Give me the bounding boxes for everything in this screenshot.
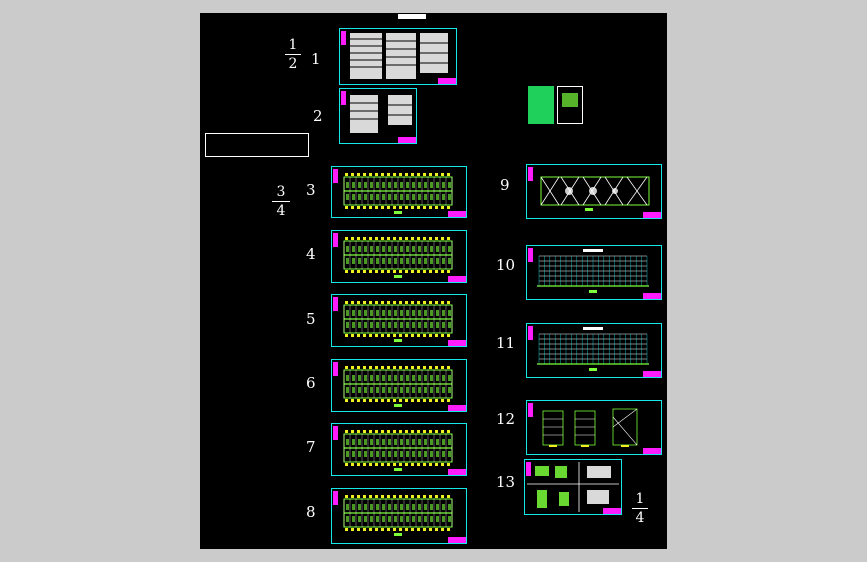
sheet-7-floor-plan[interactable] [331, 423, 467, 476]
sheet-13-details-graphic [527, 462, 619, 512]
sheet-label-1: 1 [311, 50, 321, 68]
sheet-11-elevation-graphic [537, 327, 649, 371]
sheet-label-3: 3 [306, 181, 316, 199]
legend-swatch [562, 93, 578, 107]
sheet-label-7: 7 [306, 438, 316, 456]
sheet-8-plan-graphic [343, 495, 453, 536]
sheet-1-notes-graphic [350, 33, 448, 79]
sheet-4-plan-graphic [343, 237, 453, 278]
sheet-12-sections[interactable] [526, 400, 662, 455]
sheet-11-title-block [643, 371, 661, 377]
sheet-label-10: 10 [496, 256, 516, 274]
sheet-7-plan-graphic [343, 430, 453, 471]
sheet-6-floor-plan[interactable] [331, 359, 467, 412]
sheet-6-plan-graphic [343, 366, 453, 407]
sheet-5-floor-plan[interactable] [331, 294, 467, 347]
sheet-2-left-mark [341, 91, 346, 105]
sheet-4-floor-plan[interactable] [331, 230, 467, 283]
sheet-1-design-notes[interactable] [339, 28, 457, 85]
sheet-1-left-mark [341, 31, 346, 45]
sheet-10-elevation-graphic [537, 249, 649, 293]
sheet-label-4: 4 [306, 245, 316, 263]
drawing-title-mark [398, 14, 426, 19]
sheet-label-11: 11 [496, 334, 516, 352]
legend-green-panel [528, 86, 554, 124]
sheet-6-title-block [448, 405, 466, 411]
sheet-8-floor-plan[interactable] [331, 488, 467, 544]
sheet-3-plan-graphic [343, 173, 453, 214]
sheet-label-12: 12 [496, 410, 516, 428]
sheet-2-schedule-graphic [350, 95, 412, 133]
sheet-5-left-mark [333, 297, 338, 311]
sheet-4-title-block [448, 276, 466, 282]
sheet-12-sections-graphic [542, 408, 638, 447]
sheet-10-left-mark [528, 248, 533, 262]
sheet-9-roof-graphic [540, 176, 650, 211]
sheet-7-title-block [448, 469, 466, 475]
sheet-9-roof-plan[interactable] [526, 164, 662, 219]
sheet-label-2: 2 [313, 107, 323, 125]
sheet-8-title-block [448, 537, 466, 543]
sheet-11-elevation[interactable] [526, 323, 662, 378]
sheet-13-title-block [603, 508, 621, 514]
sheet-4-left-mark [333, 233, 338, 247]
sheet-label-6: 6 [306, 374, 316, 392]
sheet-10-title-block [643, 293, 661, 299]
legend-white-panel [557, 86, 583, 124]
sheet-9-left-mark [528, 167, 533, 181]
sheet-label-5: 5 [306, 310, 316, 328]
sheet-6-left-mark [333, 362, 338, 376]
empty-rectangle [205, 133, 309, 157]
sheet-8-left-mark [333, 491, 338, 505]
sheet-13-left-mark [526, 462, 531, 476]
sheet-label-8: 8 [306, 503, 316, 521]
sheet-12-left-mark [528, 403, 533, 417]
sheet-3-floor-plan[interactable] [331, 166, 467, 218]
sheet-11-left-mark [528, 326, 533, 340]
sheet-5-title-block [448, 340, 466, 346]
sheet-1-title-block [438, 78, 456, 84]
sheet-3-left-mark [333, 169, 338, 183]
sheet-12-title-block [643, 448, 661, 454]
sheet-9-title-block [643, 212, 661, 218]
sheet-13-details[interactable] [524, 459, 622, 515]
sheet-10-elevation[interactable] [526, 245, 662, 300]
sheet-7-left-mark [333, 426, 338, 440]
sheet-3-title-block [448, 211, 466, 217]
sheet-label-13: 13 [496, 473, 516, 491]
sheet-5-plan-graphic [343, 301, 453, 342]
sheet-label-9: 9 [500, 176, 510, 194]
sheet-2-schedule[interactable] [339, 88, 417, 144]
sheet-2-title-block [398, 137, 416, 143]
